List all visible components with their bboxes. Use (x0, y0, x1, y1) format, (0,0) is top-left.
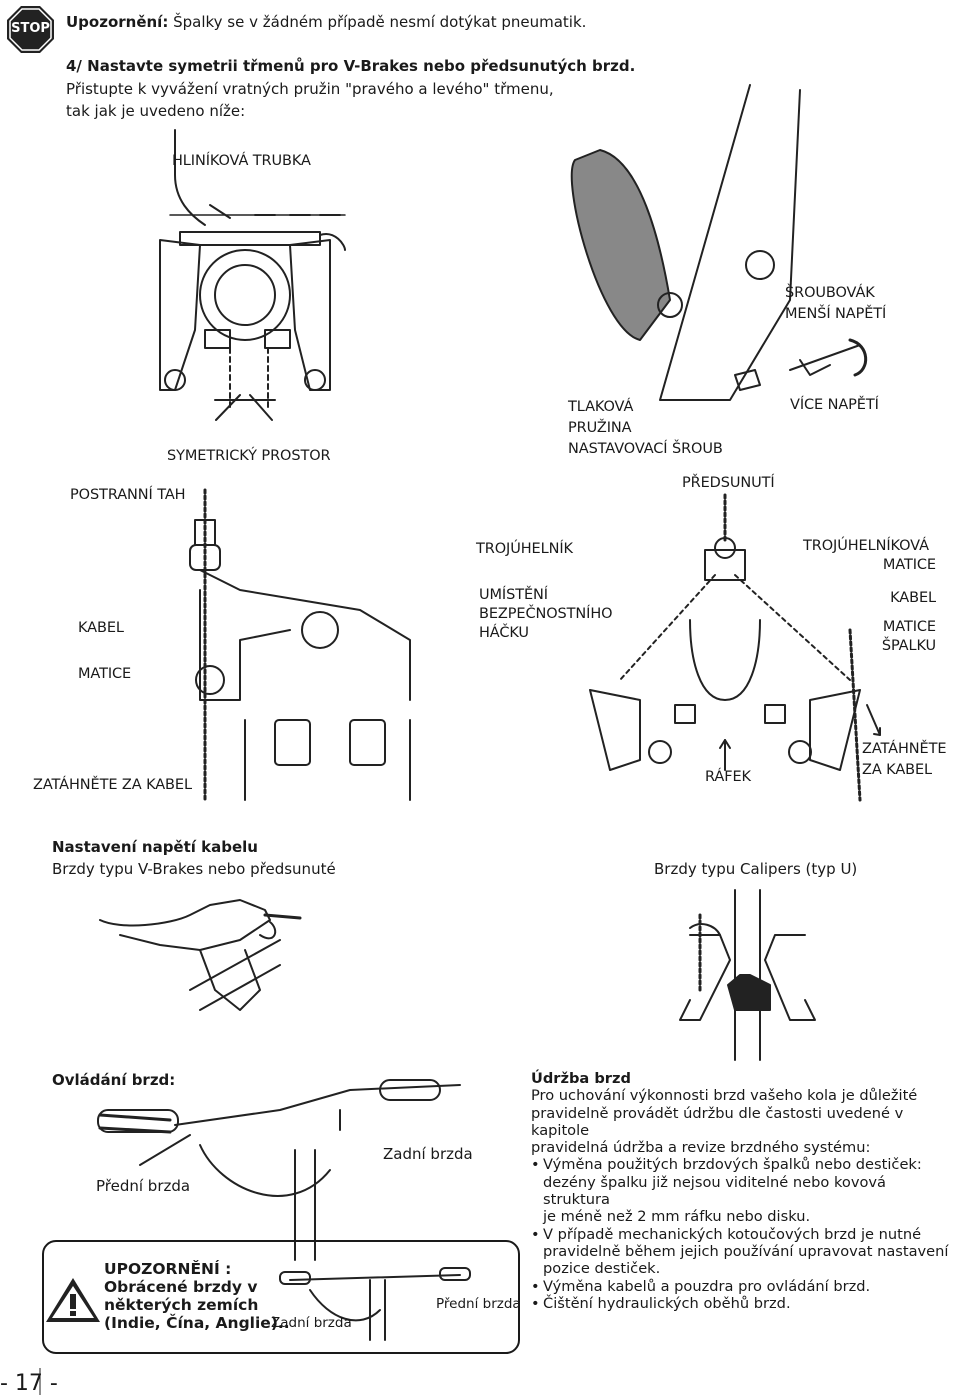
maintenance-intro-3: pravidelná údržba a revize brzdného syst… (531, 1139, 871, 1157)
maintenance-item-1-line3: je méně než 2 mm ráfku nebo disku. (543, 1208, 811, 1226)
controls-title: Ovládání brzd: (52, 1071, 176, 1089)
label-tlakova: TLAKOVÁ (568, 399, 634, 415)
fork-pad-illustration (570, 84, 868, 401)
maintenance-item-2-line3: pozice destiček. (543, 1260, 661, 1278)
top-warning: Upozornění: Špalky se v žádném případě n… (66, 13, 586, 32)
tension-calipers: Brzdy typu Calipers (typ U) (654, 860, 858, 878)
maintenance-item-1: Výměna použitých brzdových špalků nebo d… (531, 1156, 956, 1225)
label-postranni-tah: POSTRANNÍ TAH (70, 487, 186, 503)
label-umisteni: UMÍSTĚNÍ (479, 587, 548, 603)
maintenance-item-1-line2: dezény špalku již nejsou viditelné nebo … (543, 1173, 886, 1209)
maintenance-title: Údržba brzd (531, 1070, 631, 1087)
label-symetricky-prostor: SYMETRICKÝ PROSTOR (167, 448, 331, 464)
cantilever-illustration (589, 493, 881, 802)
section4-line1: Přistupte k vyvážení vratných pružin "pr… (66, 80, 554, 98)
maintenance-item-2-line1: V případě mechanických kotoučových brzd … (543, 1225, 922, 1243)
maintenance-intro-2: pravidelně provádět údržbu dle častosti … (531, 1104, 904, 1139)
u-brake-small-illustration (679, 889, 816, 1061)
label-matice-spalku-1: MATICE (882, 619, 936, 635)
stop-sign-label: STOP (11, 21, 50, 36)
reversed-brakes-warning-box (42, 1240, 520, 1354)
tension-vbrakes: Brzdy typu V-Brakes nebo předsunuté (52, 860, 336, 878)
maintenance: Údržba brzd Pro uchování výkonnosti brzd… (531, 1070, 956, 1312)
page-number: - 17 - (0, 1371, 58, 1396)
label-nastavovaci-sroub: NASTAVOVACÍ ŠROUB (568, 441, 723, 457)
warning-line1: UPOZORNĚNÍ : (104, 1260, 232, 1278)
v-brake-illustration (159, 129, 346, 421)
label-matice: MATICE (78, 666, 132, 682)
label-vice-napeti: VÍCE NAPĚTÍ (790, 397, 879, 413)
top-warning-label: Upozornění: (66, 13, 169, 31)
tension-title: Nastavení napětí kabelu (52, 838, 258, 856)
maintenance-list: Výměna použitých brzdových špalků nebo d… (531, 1156, 956, 1312)
section4-line2: tak jak je uvedeno níže: (66, 102, 246, 120)
warning-line4: (Indie, Čína, Anglie).. (104, 1314, 290, 1332)
label-predsunuti: PŘEDSUNUTÍ (682, 475, 775, 491)
label-pruzina: PRUŽINA (568, 420, 632, 436)
controls-front: Přední brzda (96, 1177, 191, 1195)
top-warning-text: Špalky se v žádném případě nesmí dotýkat… (168, 13, 587, 31)
label-bezpecnostniho: BEZPEČNOSTNÍHO (479, 606, 613, 622)
stop-sign-icon (7, 6, 54, 53)
side-pull-illustration (189, 488, 411, 802)
maintenance-item-2: V případě mechanických kotoučových brzd … (531, 1226, 956, 1278)
label-zatahnete-left: ZATÁHNĚTE ZA KABEL (33, 777, 192, 793)
label-kabel-left: KABEL (78, 620, 124, 636)
controls-rear2: Zadní brzda (271, 1315, 352, 1331)
controls-rear: Zadní brzda (383, 1145, 473, 1163)
maintenance-item-3: Výměna kabelů a pouzdra pro ovládání brz… (531, 1278, 956, 1296)
label-troj-matice: MATICE (882, 557, 936, 573)
label-matice-spalku-2: ŠPALKU (881, 638, 936, 654)
warning-line3: některých zemích (104, 1296, 259, 1314)
label-mensi-napeti: MENŠÍ NAPĚTÍ (785, 306, 887, 322)
label-zatahnete-right-1: ZATÁHNĚTE (862, 741, 947, 757)
controls-front2: Přední brzda (436, 1296, 521, 1312)
label-trojuhelnik: TROJÚHELNÍK (476, 541, 573, 557)
lever-illustration (99, 899, 302, 1011)
section4-title: 4/ Nastavte symetrii třmenů pro V-Brakes… (66, 57, 636, 75)
label-kabel-right: KABEL (890, 590, 936, 606)
label-hlinikova-trubka: HLINÍKOVÁ TRUBKA (172, 153, 311, 169)
maintenance-intro-1: Pro uchování výkonnosti brzd vašeho kola… (531, 1087, 918, 1105)
maintenance-item-2-line2: pravidelně během jejich používání upravo… (543, 1242, 949, 1260)
label-hacku: HÁČKU (479, 625, 529, 641)
warning-triangle-icon (46, 1278, 100, 1322)
label-trojuhelnikova: TROJÚHELNÍKOVÁ (803, 538, 929, 554)
maintenance-item-1-line1: Výměna použitých brzdových špalků nebo d… (543, 1156, 922, 1174)
label-sroubovak: ŠROUBOVÁK (785, 285, 875, 301)
handlebar-illustration (97, 1079, 471, 1341)
label-rafek: RÁFEK (705, 769, 751, 785)
warning-line2: Obrácené brzdy v (104, 1278, 258, 1296)
label-zatahnete-right-2: ZA KABEL (862, 762, 933, 778)
maintenance-item-4: Čištění hydraulických oběhů brzd. (531, 1295, 956, 1313)
